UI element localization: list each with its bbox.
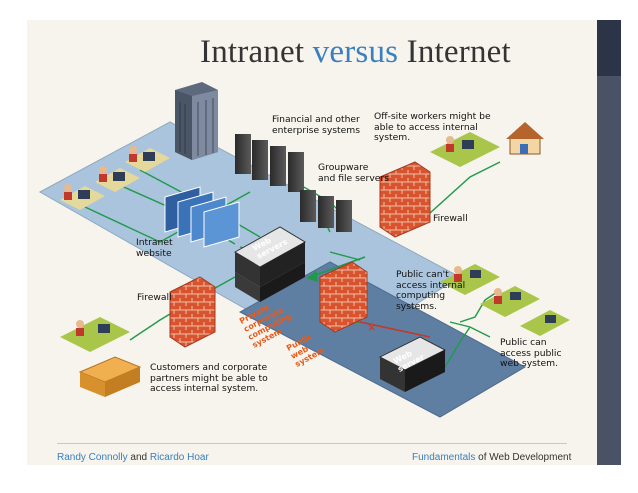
book-rest: of Web Development [475, 452, 572, 463]
label-customers-partners: Customers and corporate partners might b… [150, 362, 268, 394]
block-x-mark: × [367, 321, 376, 334]
label-groupware: Groupware and file servers [318, 162, 389, 184]
title-versus: versus [312, 34, 399, 70]
author-and: and [127, 452, 150, 463]
label-public-cant-access: Public can't access internal computing s… [396, 269, 466, 312]
enterprise-servers-icon [235, 134, 304, 192]
author-1: Randy Connolly [57, 452, 128, 463]
public-web-server-icon [378, 336, 447, 392]
title-intranet: Intranet [200, 34, 305, 70]
customer-partner-icon [60, 317, 142, 397]
footer-book-title: Fundamentals of Web Development [412, 452, 571, 463]
label-firewall-left: Firewall [137, 292, 172, 303]
label-firewall-top: Firewall [433, 213, 468, 224]
footer-authors: Randy Connolly and Ricardo Hoar [57, 452, 209, 463]
firewall-left-icon [169, 276, 216, 348]
network-diagram: × [38, 82, 570, 418]
blocked-link [359, 321, 431, 338]
firewall-middle-icon [319, 261, 368, 333]
offsite-worker-icon [430, 132, 500, 167]
label-offsite-workers: Off-site workers might be able to access… [374, 111, 491, 143]
label-public-can-access: Public can access public web system. [500, 337, 562, 369]
label-financial-systems: Financial and other enterprise systems [272, 114, 361, 136]
right-accent-bar [597, 20, 621, 465]
intranet-web-servers-icon [234, 226, 306, 302]
label-intranet-website: Intranet website [136, 237, 173, 259]
slide-title: Intranet versus Internet [200, 34, 511, 71]
office-workstations [60, 146, 170, 210]
firewall-top-icon [379, 161, 431, 238]
house-icon [506, 122, 544, 155]
public-users-icon [440, 264, 570, 336]
groupware-servers-icon [300, 190, 352, 232]
footer-divider [57, 443, 567, 444]
book-fundamentals: Fundamentals [412, 452, 476, 463]
office-building-icon [175, 82, 218, 160]
intranet-website-icon [164, 186, 240, 248]
author-2: Ricardo Hoar [149, 452, 209, 463]
title-internet: Internet [406, 34, 511, 70]
